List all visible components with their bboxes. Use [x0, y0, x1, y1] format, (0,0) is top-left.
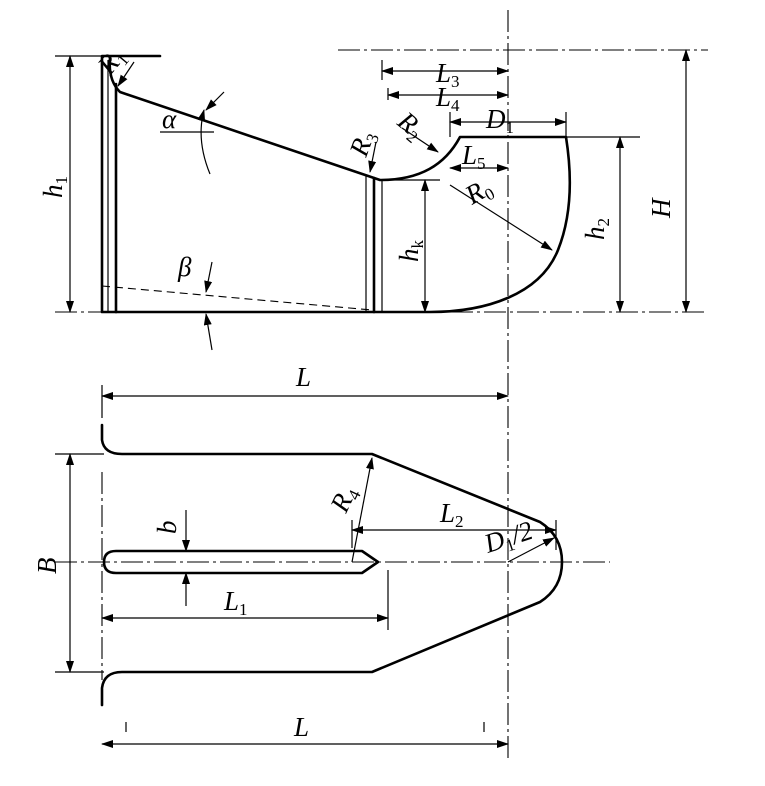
label-R3: R3 [343, 126, 383, 162]
leader-R0 [449, 184, 553, 251]
labels: R1 α β R3 R2 L3 L4 D1 L5 R0 h1 hk h2 H L… [32, 41, 676, 742]
side-view [55, 49, 708, 351]
beta-arrow-top [204, 261, 213, 293]
beta-arrow-bottom [203, 313, 213, 351]
label-hk: hk [394, 240, 427, 263]
label-h2: h2 [580, 218, 613, 240]
label-L1: L1 [223, 586, 248, 619]
label-L5: L5 [461, 140, 486, 173]
label-h1: h1 [38, 176, 71, 198]
label-L3: L3 [435, 58, 460, 91]
label-D1half: D1/2 [480, 515, 538, 562]
label-B: B [32, 558, 62, 575]
top-view [55, 385, 610, 748]
label-L2: L2 [439, 498, 464, 531]
leader-R4 [351, 457, 374, 563]
label-beta: β [177, 252, 192, 282]
label-L-top: L [295, 362, 311, 392]
alpha-arc [197, 109, 211, 175]
label-H: H [646, 197, 676, 219]
leader-D1half [507, 537, 555, 563]
slot-outline [102, 549, 380, 575]
label-L-bottom: L [293, 712, 309, 742]
top-view-outline [100, 423, 564, 707]
leader-R3 [368, 141, 377, 173]
label-D1: D1 [485, 104, 514, 137]
alpha-arrow-top [205, 91, 225, 111]
label-R1: R1 [91, 41, 133, 82]
beta-dashed-line [101, 285, 373, 311]
leader-R1 [117, 61, 135, 87]
label-alpha: α [162, 104, 177, 134]
label-b: b [152, 521, 182, 535]
label-L4: L4 [435, 82, 460, 115]
leader-R2 [401, 127, 439, 153]
label-R2: R2 [389, 105, 430, 147]
label-R0: R0 [459, 172, 498, 214]
label-R4: R4 [324, 481, 365, 519]
